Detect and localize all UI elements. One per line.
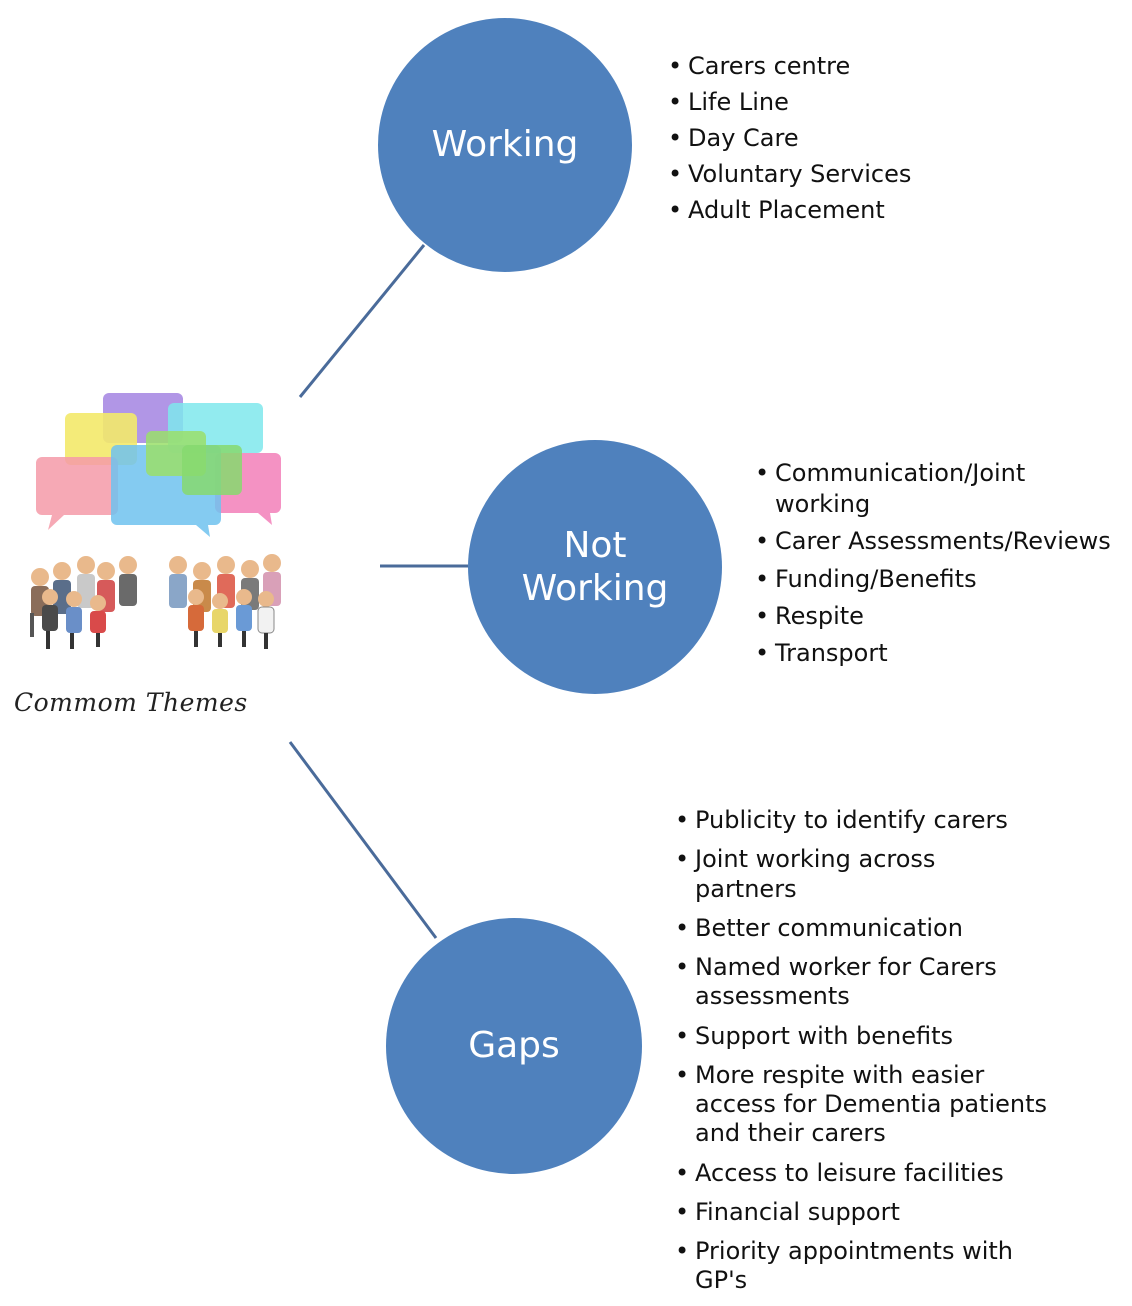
list-item: Better communication bbox=[673, 914, 1043, 944]
list-item: More respite with easier access for Deme… bbox=[673, 1061, 1065, 1149]
node-not-working-title: Not Working bbox=[521, 524, 669, 609]
node-gaps: Gaps bbox=[386, 918, 642, 1174]
node-gaps-title: Gaps bbox=[468, 1025, 560, 1067]
node-not-working: Not Working bbox=[468, 440, 722, 694]
list-item: Joint working across partners bbox=[673, 845, 975, 904]
list-item: Transport bbox=[753, 638, 1128, 669]
list-item: Communication/Joint working bbox=[753, 458, 1075, 520]
list-item: Day Care bbox=[666, 120, 966, 156]
list-item: Access to leisure facilities bbox=[673, 1159, 1043, 1189]
list-item: Support with benefits bbox=[673, 1022, 1043, 1052]
list-item: Respite bbox=[753, 601, 1128, 632]
list-item: Publicity to identify carers bbox=[673, 806, 1043, 836]
list-item: Carer Assessments/Reviews bbox=[753, 526, 1128, 557]
list-item: Financial support bbox=[673, 1198, 1043, 1228]
connector-working bbox=[298, 244, 426, 398]
list-item: Funding/Benefits bbox=[753, 564, 1128, 595]
list-item: Voluntary Services bbox=[666, 156, 966, 192]
node-working-title: Working bbox=[431, 124, 579, 166]
list-working: Carers centre Life Line Day Care Volunta… bbox=[666, 48, 966, 228]
hub-label: Commom Themes bbox=[14, 688, 248, 717]
list-gaps: Publicity to identify carers Joint worki… bbox=[673, 806, 1047, 1306]
list-not-working: Communication/Joint working Carer Assess… bbox=[753, 458, 1128, 669]
list-item: Adult Placement bbox=[666, 192, 966, 228]
list-item: Carers centre bbox=[666, 48, 966, 84]
list-item: Named worker for Carers assessments bbox=[673, 953, 1035, 1012]
node-working: Working bbox=[378, 18, 632, 272]
list-item: Priority appointments with GP's bbox=[673, 1237, 1035, 1296]
speech-bubbles-people-icon bbox=[30, 393, 281, 649]
list-item: Life Line bbox=[666, 84, 966, 120]
common-themes-image bbox=[0, 385, 320, 725]
connector-gaps bbox=[288, 741, 438, 939]
